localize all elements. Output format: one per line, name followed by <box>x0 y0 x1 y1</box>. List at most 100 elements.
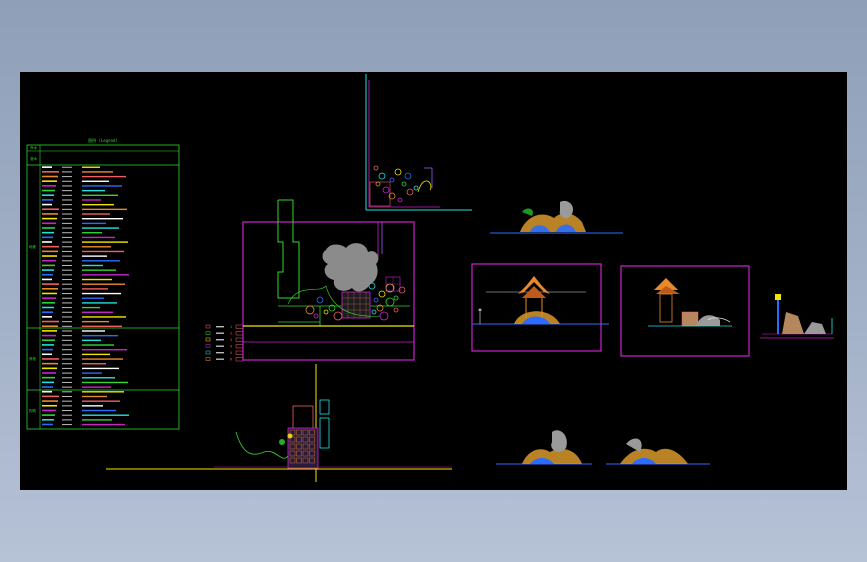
legend-row-symbol <box>42 297 56 299</box>
tower-window <box>302 436 309 443</box>
tower-window <box>296 443 302 450</box>
pavilion-frame <box>471 263 602 352</box>
planting-symbol <box>373 165 379 171</box>
legend-row-desc <box>82 241 128 243</box>
symbol-key-label <box>216 332 224 334</box>
legend-row-symbol <box>42 245 59 248</box>
small-section-view[interactable] <box>760 294 834 339</box>
legend-row-name <box>62 199 72 201</box>
tower-window <box>296 450 302 457</box>
tower-window <box>309 457 315 464</box>
planting-symbol <box>371 309 377 315</box>
pavilion-side-frame <box>620 265 750 357</box>
tower-window <box>302 457 309 464</box>
section-a-view[interactable] <box>490 200 623 234</box>
symbol-key-number: 4 <box>230 345 232 349</box>
legend-row-desc <box>82 274 129 276</box>
legend-row-symbol <box>42 269 54 271</box>
legend-row-name <box>62 185 72 187</box>
planting-symbol <box>316 296 324 304</box>
legend-row-symbol <box>42 376 55 379</box>
corner-plan-view[interactable] <box>365 74 472 211</box>
rock-elevations-view[interactable] <box>496 430 710 465</box>
legend-row-symbol <box>42 381 54 384</box>
tower-section-view[interactable] <box>106 364 452 482</box>
legend-row-symbol <box>42 180 57 182</box>
legend-row-symbol <box>42 255 57 257</box>
symbol-key-label <box>216 326 224 328</box>
legend-row-symbol <box>42 278 52 281</box>
legend-row-symbol <box>42 409 56 412</box>
planting-symbol <box>368 282 376 290</box>
legend-row-name <box>62 424 72 426</box>
legend-row-name <box>62 325 72 327</box>
legend-row-symbol <box>42 330 57 332</box>
symbol-key-label <box>216 352 224 354</box>
legend-row-name <box>62 405 72 407</box>
legend-row-name <box>62 246 72 248</box>
legend-row-desc <box>82 400 120 402</box>
legend-row-symbol <box>42 264 55 267</box>
planting-symbol <box>333 311 343 321</box>
legend-row-desc <box>82 423 125 426</box>
legend-row-symbol <box>42 189 55 192</box>
legend-row-name <box>62 180 72 182</box>
legend-row-symbol <box>42 236 53 239</box>
legend-row-desc <box>82 405 103 407</box>
legend-row-name <box>62 410 72 412</box>
legend-row-desc <box>82 269 116 271</box>
legend-row-symbol <box>42 367 57 370</box>
legend-row-symbol <box>42 231 54 234</box>
legend-row-desc <box>82 213 110 215</box>
legend-row-symbol <box>42 283 59 285</box>
legend-row-symbol <box>42 423 53 426</box>
legend-row-symbol <box>42 306 54 309</box>
tower-window <box>289 443 296 450</box>
pavilion-elevation-view[interactable] <box>471 263 609 352</box>
legend-category-3: 地被 <box>29 244 36 249</box>
legend-row-desc <box>82 363 106 365</box>
legend-row-name <box>62 316 72 318</box>
legend-row-symbol <box>42 273 53 276</box>
legend-row-symbol <box>42 213 58 215</box>
symbol-key-box <box>235 357 244 362</box>
site-plan-frame <box>242 221 415 361</box>
legend-row-name <box>62 288 72 290</box>
legend-row-desc <box>82 292 121 295</box>
tower-window <box>289 457 296 464</box>
planting-symbol <box>394 168 402 176</box>
tower-window <box>289 436 296 443</box>
planting-symbol <box>406 188 414 196</box>
planting-symbol <box>393 295 399 301</box>
legend-row-desc <box>82 306 100 309</box>
legend-row-name <box>62 269 72 271</box>
legend-row-desc <box>82 180 109 182</box>
legend-row-symbol <box>42 400 58 402</box>
legend-row-symbol <box>42 208 59 211</box>
tower-window <box>309 450 315 457</box>
symbol-key-swatch <box>205 337 211 342</box>
legend-row-symbol <box>42 353 52 356</box>
legend-row-name <box>62 213 72 215</box>
legend-row-name <box>62 386 72 388</box>
tower-window <box>302 450 309 457</box>
legend-row-desc <box>82 409 116 412</box>
legend-row-name <box>62 339 72 341</box>
legend-row-name <box>62 353 72 355</box>
legend-row-desc <box>82 325 122 328</box>
site-plan-view[interactable] <box>242 199 415 361</box>
legend-row-desc <box>82 320 109 323</box>
legend-row-desc <box>82 264 103 267</box>
planting-symbol <box>389 177 395 183</box>
pavilion-side-view[interactable] <box>620 265 750 357</box>
legend-row-desc <box>82 283 125 285</box>
legend-row-name <box>62 349 72 351</box>
legend-row-symbol <box>42 414 55 416</box>
legend-row-desc <box>82 367 119 370</box>
legend-row-symbol <box>42 358 59 360</box>
legend-row-desc <box>82 377 115 379</box>
planting-symbol <box>328 304 336 312</box>
planting-symbol <box>382 186 390 194</box>
